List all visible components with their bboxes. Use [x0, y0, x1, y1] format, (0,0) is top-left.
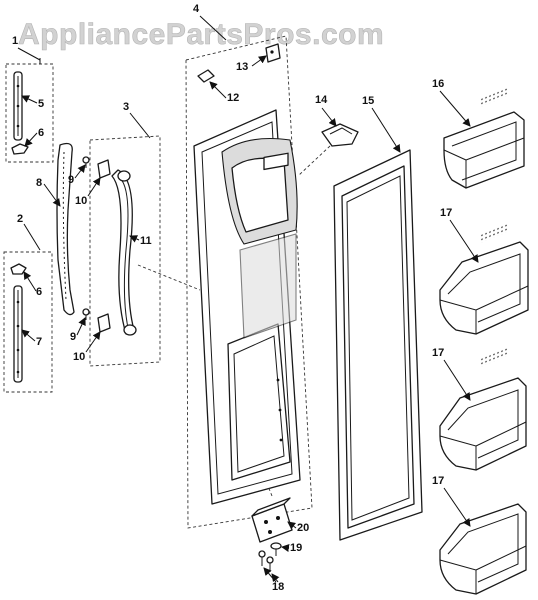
- callout-12: 12: [227, 92, 239, 104]
- trim-strip-upper: [13, 71, 23, 141]
- callout-2: 2: [17, 213, 23, 225]
- callout-6-lower: 6: [36, 286, 42, 298]
- dispenser-cover-14: 14: [297, 94, 359, 177]
- door-gasket-15: 15: [333, 95, 423, 541]
- door-bin-17-c: [439, 346, 527, 595]
- callout-18: 18: [272, 581, 284, 593]
- top-cap-12: [197, 69, 215, 83]
- callout-13: 13: [236, 61, 248, 73]
- callout-11: 11: [140, 235, 152, 247]
- callout-1: 1: [12, 35, 18, 47]
- bracket-upper: [97, 159, 111, 179]
- clip-lower: [10, 263, 27, 275]
- callout-16: 16: [432, 78, 444, 90]
- callout-6-upper: 6: [38, 127, 44, 139]
- callout-17-c: 17: [432, 475, 444, 487]
- hinge-screws-18: [258, 550, 274, 572]
- callout-14: 14: [315, 94, 328, 106]
- callout-10-upper: 10: [75, 195, 87, 207]
- callout-7: 7: [36, 336, 42, 348]
- bracket-lower: [97, 313, 111, 333]
- top-hinge-13: [265, 43, 281, 63]
- callout-9-upper: 9: [68, 174, 74, 186]
- trim-strip-lower: [13, 285, 23, 383]
- door-bin-17-b: [439, 222, 527, 471]
- callout-15: 15: [362, 95, 374, 107]
- callout-17-a: 17: [440, 207, 452, 219]
- callout-9-lower: 9: [70, 331, 76, 343]
- part-group-4: 4 12 13: [185, 3, 313, 529]
- lower-hinge-20: [251, 485, 293, 543]
- hinge-pin-19: [270, 542, 282, 556]
- callout-10-lower: 10: [73, 351, 85, 363]
- door-handle: [111, 169, 137, 336]
- callout-3: 3: [123, 101, 129, 113]
- part-group-2: 2 6 7: [3, 213, 53, 393]
- callout-8: 8: [36, 177, 42, 189]
- callout-20: 20: [297, 522, 309, 534]
- callout-4: 4: [193, 3, 200, 15]
- watermark-text: AppliancePartsPros.com: [18, 18, 384, 51]
- screw-lower: [82, 308, 90, 320]
- part-group-3: 3 9 10 11 9: [68, 101, 161, 367]
- callout-5: 5: [38, 98, 44, 110]
- clip-upper: [11, 143, 29, 155]
- screw-upper: [82, 156, 90, 168]
- part-group-1: 1 5 6: [5, 35, 54, 163]
- freezer-door-panel: [193, 109, 301, 505]
- callout-19: 19: [290, 542, 302, 554]
- door-bin-17-a: [439, 86, 529, 335]
- handle-gasket-strip: 8: [36, 142, 75, 316]
- callout-17-b: 17: [432, 347, 444, 359]
- door-bin-16: 16: [432, 78, 525, 189]
